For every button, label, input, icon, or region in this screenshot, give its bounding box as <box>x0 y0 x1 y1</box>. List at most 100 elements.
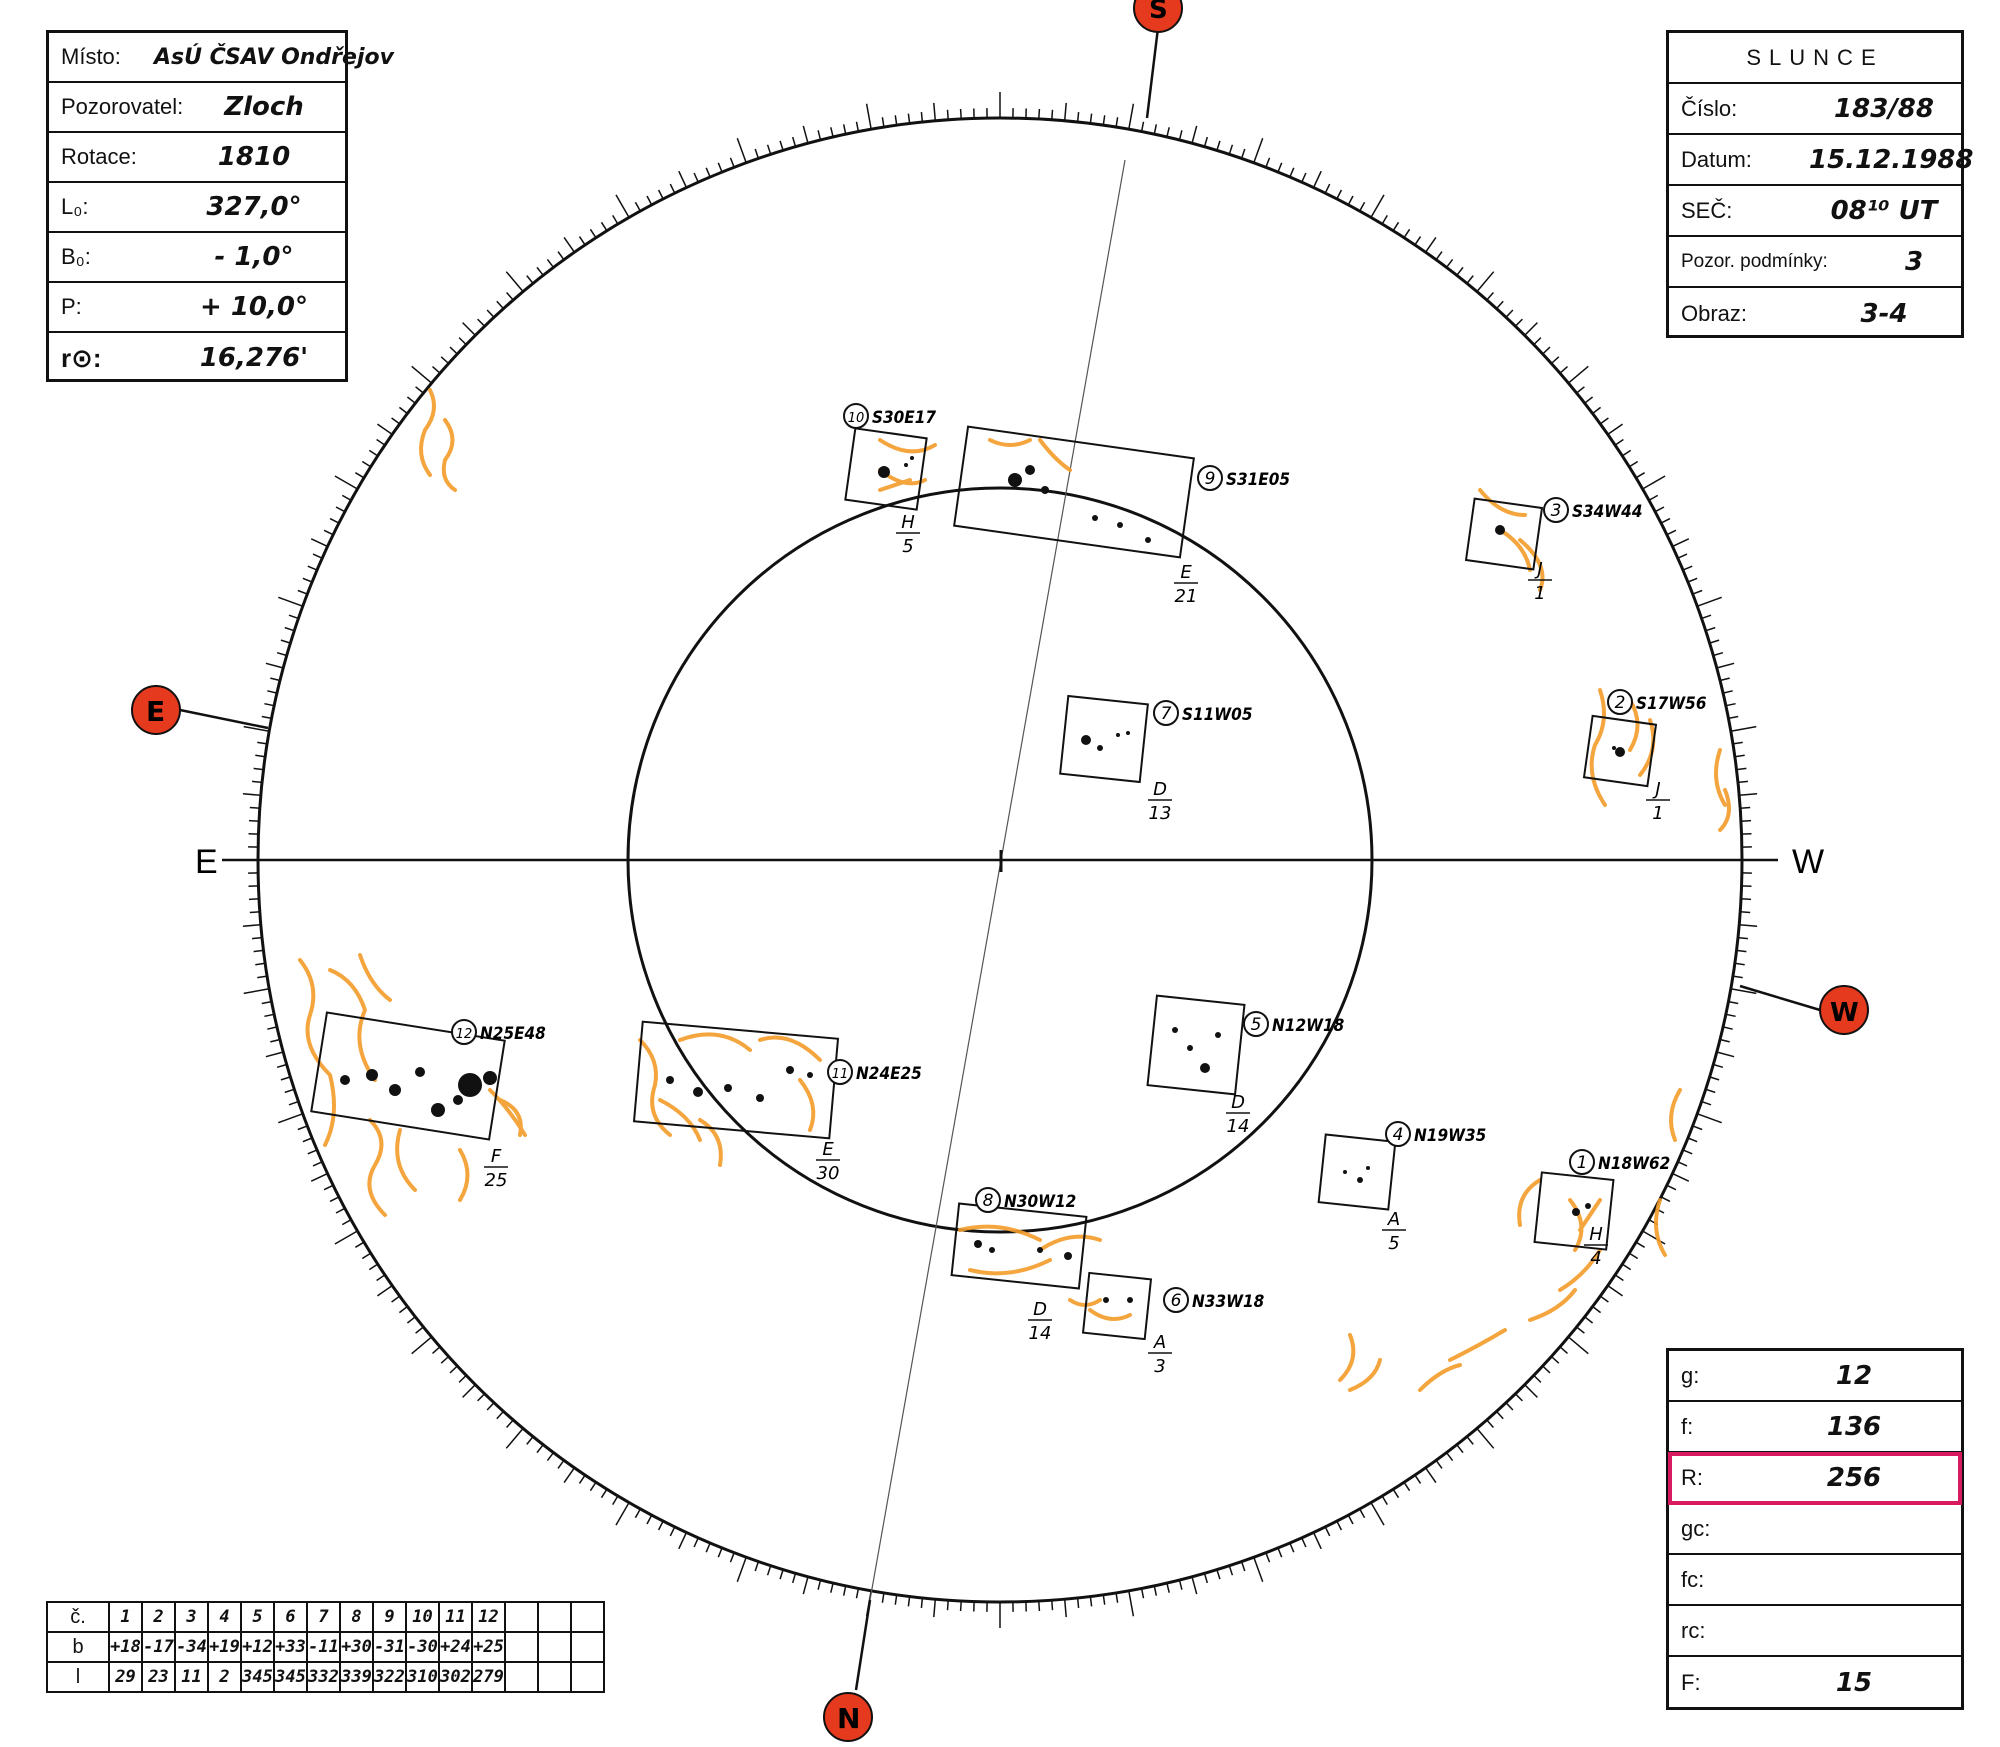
tick-mark <box>1701 614 1712 620</box>
tick-mark <box>536 1444 544 1454</box>
tick-mark <box>1722 690 1733 694</box>
tick-mark <box>1584 396 1594 404</box>
tick-mark <box>449 1365 458 1374</box>
tick-mark <box>406 396 416 404</box>
tick-mark <box>312 1161 323 1167</box>
tick-mark <box>496 1410 505 1420</box>
tick-mark <box>678 170 688 188</box>
tick-mark <box>589 1481 597 1492</box>
tick-mark <box>1705 1088 1716 1094</box>
group-number-circle <box>827 1059 853 1085</box>
tick-mark <box>1486 1419 1494 1428</box>
tick-mark <box>477 318 486 327</box>
tick-mark <box>1370 1502 1385 1526</box>
group-count: 25 <box>485 1170 508 1191</box>
tick-mark <box>1621 449 1632 457</box>
group-number: 9 <box>1205 469 1216 489</box>
tick-mark <box>249 911 260 914</box>
east-label: E <box>195 843 218 881</box>
tick-mark <box>280 639 291 644</box>
image-value: 3-4 <box>1860 298 1908 329</box>
tick-mark <box>302 577 313 583</box>
tick-mark <box>1730 725 1757 732</box>
tick-mark <box>284 1088 295 1094</box>
row-number: Číslo:183/88 <box>1669 84 1961 135</box>
tick-mark <box>946 1600 949 1611</box>
tick-mark <box>1466 275 1474 284</box>
tick-mark <box>791 136 797 147</box>
tick-mark <box>1524 1384 1538 1398</box>
r-label: R: <box>1681 1464 1703 1490</box>
tick-mark <box>634 201 641 212</box>
group-class: H <box>1589 1224 1603 1245</box>
group-class: A <box>1387 1209 1400 1230</box>
tick-mark <box>1713 651 1724 657</box>
tick-mark <box>766 144 772 155</box>
tick-mark <box>278 1113 303 1124</box>
tick-mark <box>243 725 270 732</box>
tick-mark <box>1424 1467 1437 1484</box>
marker-w-line <box>1739 984 1821 1012</box>
place-label: Místo: <box>61 44 121 69</box>
table-cell: 3 <box>174 1601 209 1633</box>
date-value: 15.12.1988 <box>1809 144 1974 175</box>
tick-mark <box>1301 1537 1307 1548</box>
tick-mark <box>1719 1038 1730 1043</box>
tick-mark <box>406 1316 416 1324</box>
tick-mark <box>865 103 872 130</box>
tick-mark <box>657 189 664 200</box>
table-cell: 345 <box>240 1661 275 1693</box>
observer-label: Pozorovatel: <box>61 94 184 119</box>
group-3-frame <box>1464 497 1544 571</box>
tick-mark <box>329 517 340 524</box>
group-count: 21 <box>1175 586 1198 607</box>
group-number-circle <box>1243 1011 1269 1037</box>
tick-mark <box>361 460 372 468</box>
tick-mark <box>563 236 576 253</box>
tick-mark <box>261 715 272 720</box>
tick-mark <box>307 1149 318 1155</box>
tick-mark <box>242 793 261 797</box>
tick-mark <box>1740 806 1751 809</box>
group-frames <box>310 425 1658 1341</box>
tick-mark <box>361 1252 372 1260</box>
tick-mark <box>1533 337 1542 346</box>
tick-mark <box>1392 221 1400 232</box>
group-number-circle <box>1607 689 1633 715</box>
tick-mark <box>1584 1316 1594 1324</box>
radius-label: r⊙: <box>61 342 102 373</box>
table-cell <box>504 1601 539 1633</box>
tick-mark <box>432 366 441 374</box>
tick-mark <box>458 1374 467 1383</box>
table-cell: 11 <box>438 1601 473 1633</box>
group-class: F <box>491 1146 502 1167</box>
tick-mark <box>1115 1592 1119 1603</box>
tick-mark <box>1140 1588 1145 1599</box>
tick-mark <box>1542 346 1551 355</box>
tick-mark <box>252 936 263 940</box>
tick-mark <box>920 1597 924 1608</box>
tick-mark <box>802 1576 809 1595</box>
tick-mark <box>1178 1579 1183 1590</box>
tick-mark <box>1713 1063 1724 1069</box>
table-cell: 9 <box>372 1601 407 1633</box>
tick-mark <box>1697 596 1722 607</box>
table-cell: 279 <box>471 1661 506 1693</box>
tick-mark <box>1495 1410 1504 1420</box>
marker-e-line <box>179 708 269 730</box>
table-cell: -17 <box>141 1631 176 1663</box>
tick-mark <box>458 337 467 346</box>
group-number-circle <box>843 403 869 429</box>
tick-mark <box>1599 417 1609 425</box>
tick-mark <box>335 1207 346 1214</box>
tick-mark <box>959 108 962 120</box>
tick-mark <box>907 113 911 124</box>
tick-mark <box>1607 423 1624 436</box>
group-class: D <box>1231 1092 1245 1113</box>
tick-mark <box>830 127 834 138</box>
tick-mark <box>1740 819 1752 822</box>
group-7-frame <box>1059 694 1149 784</box>
tick-mark <box>933 1599 937 1618</box>
tick-mark <box>1739 923 1758 927</box>
